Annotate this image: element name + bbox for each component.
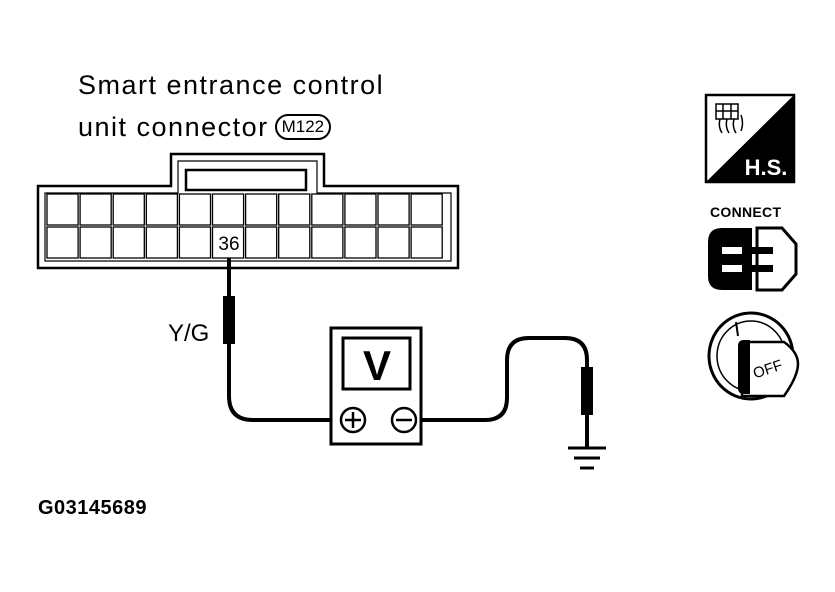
negative-probe-wire bbox=[418, 336, 593, 448]
pin-cavity bbox=[278, 226, 311, 259]
harness-side-icon: H.S. bbox=[704, 93, 796, 184]
voltmeter: V bbox=[329, 326, 423, 446]
pin-cavity bbox=[377, 193, 410, 226]
pin-cavity bbox=[112, 193, 145, 226]
pin-cavity bbox=[244, 226, 278, 259]
pin-cavity bbox=[410, 226, 443, 259]
wire-color-label: Y/G bbox=[168, 320, 210, 347]
positive-probe-tip bbox=[223, 296, 235, 344]
connector-pin-grid bbox=[46, 193, 443, 259]
pin-cavity bbox=[244, 193, 278, 226]
ignition-off-icon: OFF bbox=[707, 311, 800, 401]
positive-terminal-icon bbox=[339, 406, 367, 434]
negative-probe-tip bbox=[581, 367, 593, 415]
pin-cavity bbox=[344, 226, 377, 259]
pin-cavity bbox=[278, 193, 311, 226]
connect-icon bbox=[708, 226, 798, 292]
connector-id-badge: M122 bbox=[274, 114, 332, 140]
pin-cavity bbox=[410, 193, 443, 226]
pin-cavity bbox=[311, 226, 344, 259]
pin-cavity bbox=[178, 193, 212, 226]
pin-cavity bbox=[46, 226, 79, 259]
ground-symbol bbox=[568, 446, 606, 470]
pin-cavity bbox=[145, 193, 179, 226]
pin-cavity bbox=[311, 193, 344, 226]
connector-name: unit connector bbox=[78, 112, 269, 142]
negative-terminal-icon bbox=[390, 406, 418, 434]
voltmeter-symbol: V bbox=[363, 342, 391, 389]
pin-cavity bbox=[112, 226, 145, 259]
pin-cavity bbox=[178, 226, 212, 259]
figure-id: G03145689 bbox=[38, 497, 148, 519]
pin-cavity bbox=[79, 193, 112, 226]
pin-cavity bbox=[46, 193, 79, 226]
connector-housing bbox=[36, 152, 460, 270]
connect-label: CONNECT bbox=[710, 204, 782, 220]
pin-cavity bbox=[344, 193, 377, 226]
connector-sketch-icon bbox=[715, 103, 744, 134]
pin-cavity bbox=[79, 226, 112, 259]
pin-cavity bbox=[377, 226, 410, 259]
harness-side-label: H.S. bbox=[745, 155, 788, 180]
diagram-title-line1: Smart entrance control bbox=[78, 70, 385, 100]
pin-number-label: 36 bbox=[218, 234, 239, 255]
pin-cavity bbox=[145, 226, 179, 259]
pin-cavity bbox=[211, 193, 245, 226]
positive-probe-wire bbox=[223, 258, 336, 422]
